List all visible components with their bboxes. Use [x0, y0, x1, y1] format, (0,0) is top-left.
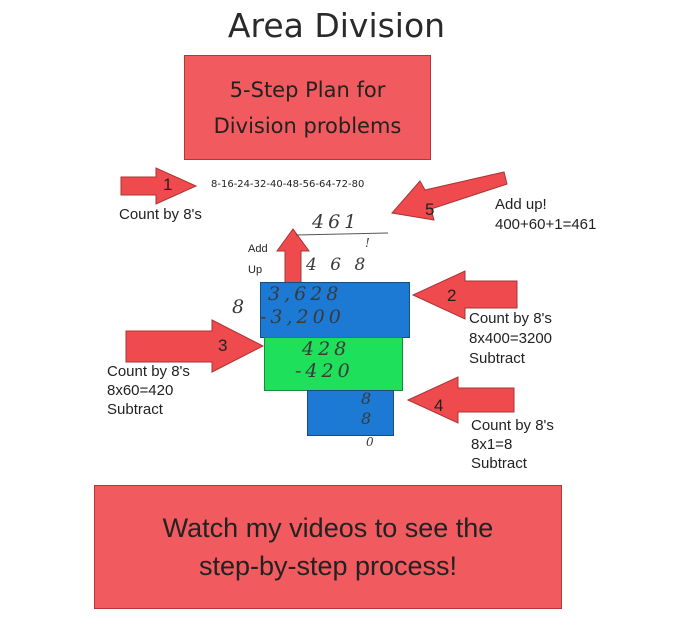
arrow-2	[411, 270, 518, 320]
divisor: 8	[232, 296, 249, 318]
final-remainder: 0	[366, 435, 378, 449]
quotient-exclaim: !	[365, 236, 374, 250]
step-3-number: 3	[218, 336, 228, 355]
step-4-number: 4	[434, 396, 444, 415]
blue-block-bottom	[307, 390, 394, 436]
step-5-label-line1: Add up!	[495, 196, 547, 213]
subtract-8: 8	[361, 409, 376, 428]
dividend: 3,628	[268, 283, 343, 305]
plan-box-line2: Division problems	[213, 113, 402, 138]
remainder-428: 428	[302, 338, 351, 360]
plan-box-line1: 5-Step Plan for	[229, 77, 386, 102]
step-2-label-line1: Count by 8's	[469, 310, 552, 327]
add-up-label-line1: Add	[248, 243, 268, 255]
arrow-4	[406, 376, 515, 424]
step-5-number: 5	[425, 200, 435, 219]
step-2-number: 2	[447, 286, 457, 305]
step-3-label-line3: Subtract	[107, 401, 163, 418]
step-1-number: 1	[163, 175, 173, 194]
arrow-1	[120, 167, 198, 205]
step-1-label: Count by 8's	[119, 206, 202, 223]
step-2-label-line3: Subtract	[469, 350, 525, 367]
add-up-label-line2: Up	[248, 264, 263, 276]
step-4-label-line2: 8x1=8	[471, 436, 513, 453]
count-sequence: 8-16-24-32-40-48-56-64-72-80	[211, 179, 365, 190]
videos-box: Watch my videos to see the step-by-step …	[94, 485, 562, 609]
videos-line1: Watch my videos to see the	[162, 513, 494, 543]
remainder-8: 8	[361, 389, 376, 408]
arrow-3	[125, 319, 265, 373]
step-2-label-line2: 8x400=3200	[469, 330, 552, 347]
quotient-underline	[295, 232, 389, 236]
plan-box: 5-Step Plan for Division problems	[184, 55, 431, 160]
step-5-label-line2: 400+60+1=461	[495, 216, 597, 233]
partial-quotients: 4 6 8	[306, 255, 370, 275]
add-up-arrow	[276, 228, 310, 284]
quotient: 461	[312, 211, 361, 233]
step-3-label-line2: 8x60=420	[107, 382, 174, 399]
page-title: Area Division	[227, 6, 446, 45]
subtract-420: -420	[295, 360, 354, 382]
arrow-5	[391, 171, 508, 221]
subtract-3200: -3,200	[260, 306, 345, 328]
step-3-label-line1: Count by 8's	[107, 363, 190, 380]
step-4-label-line3: Subtract	[471, 455, 527, 472]
step-4-label-line1: Count by 8's	[471, 417, 554, 434]
videos-line2: step-by-step process!	[198, 551, 458, 581]
